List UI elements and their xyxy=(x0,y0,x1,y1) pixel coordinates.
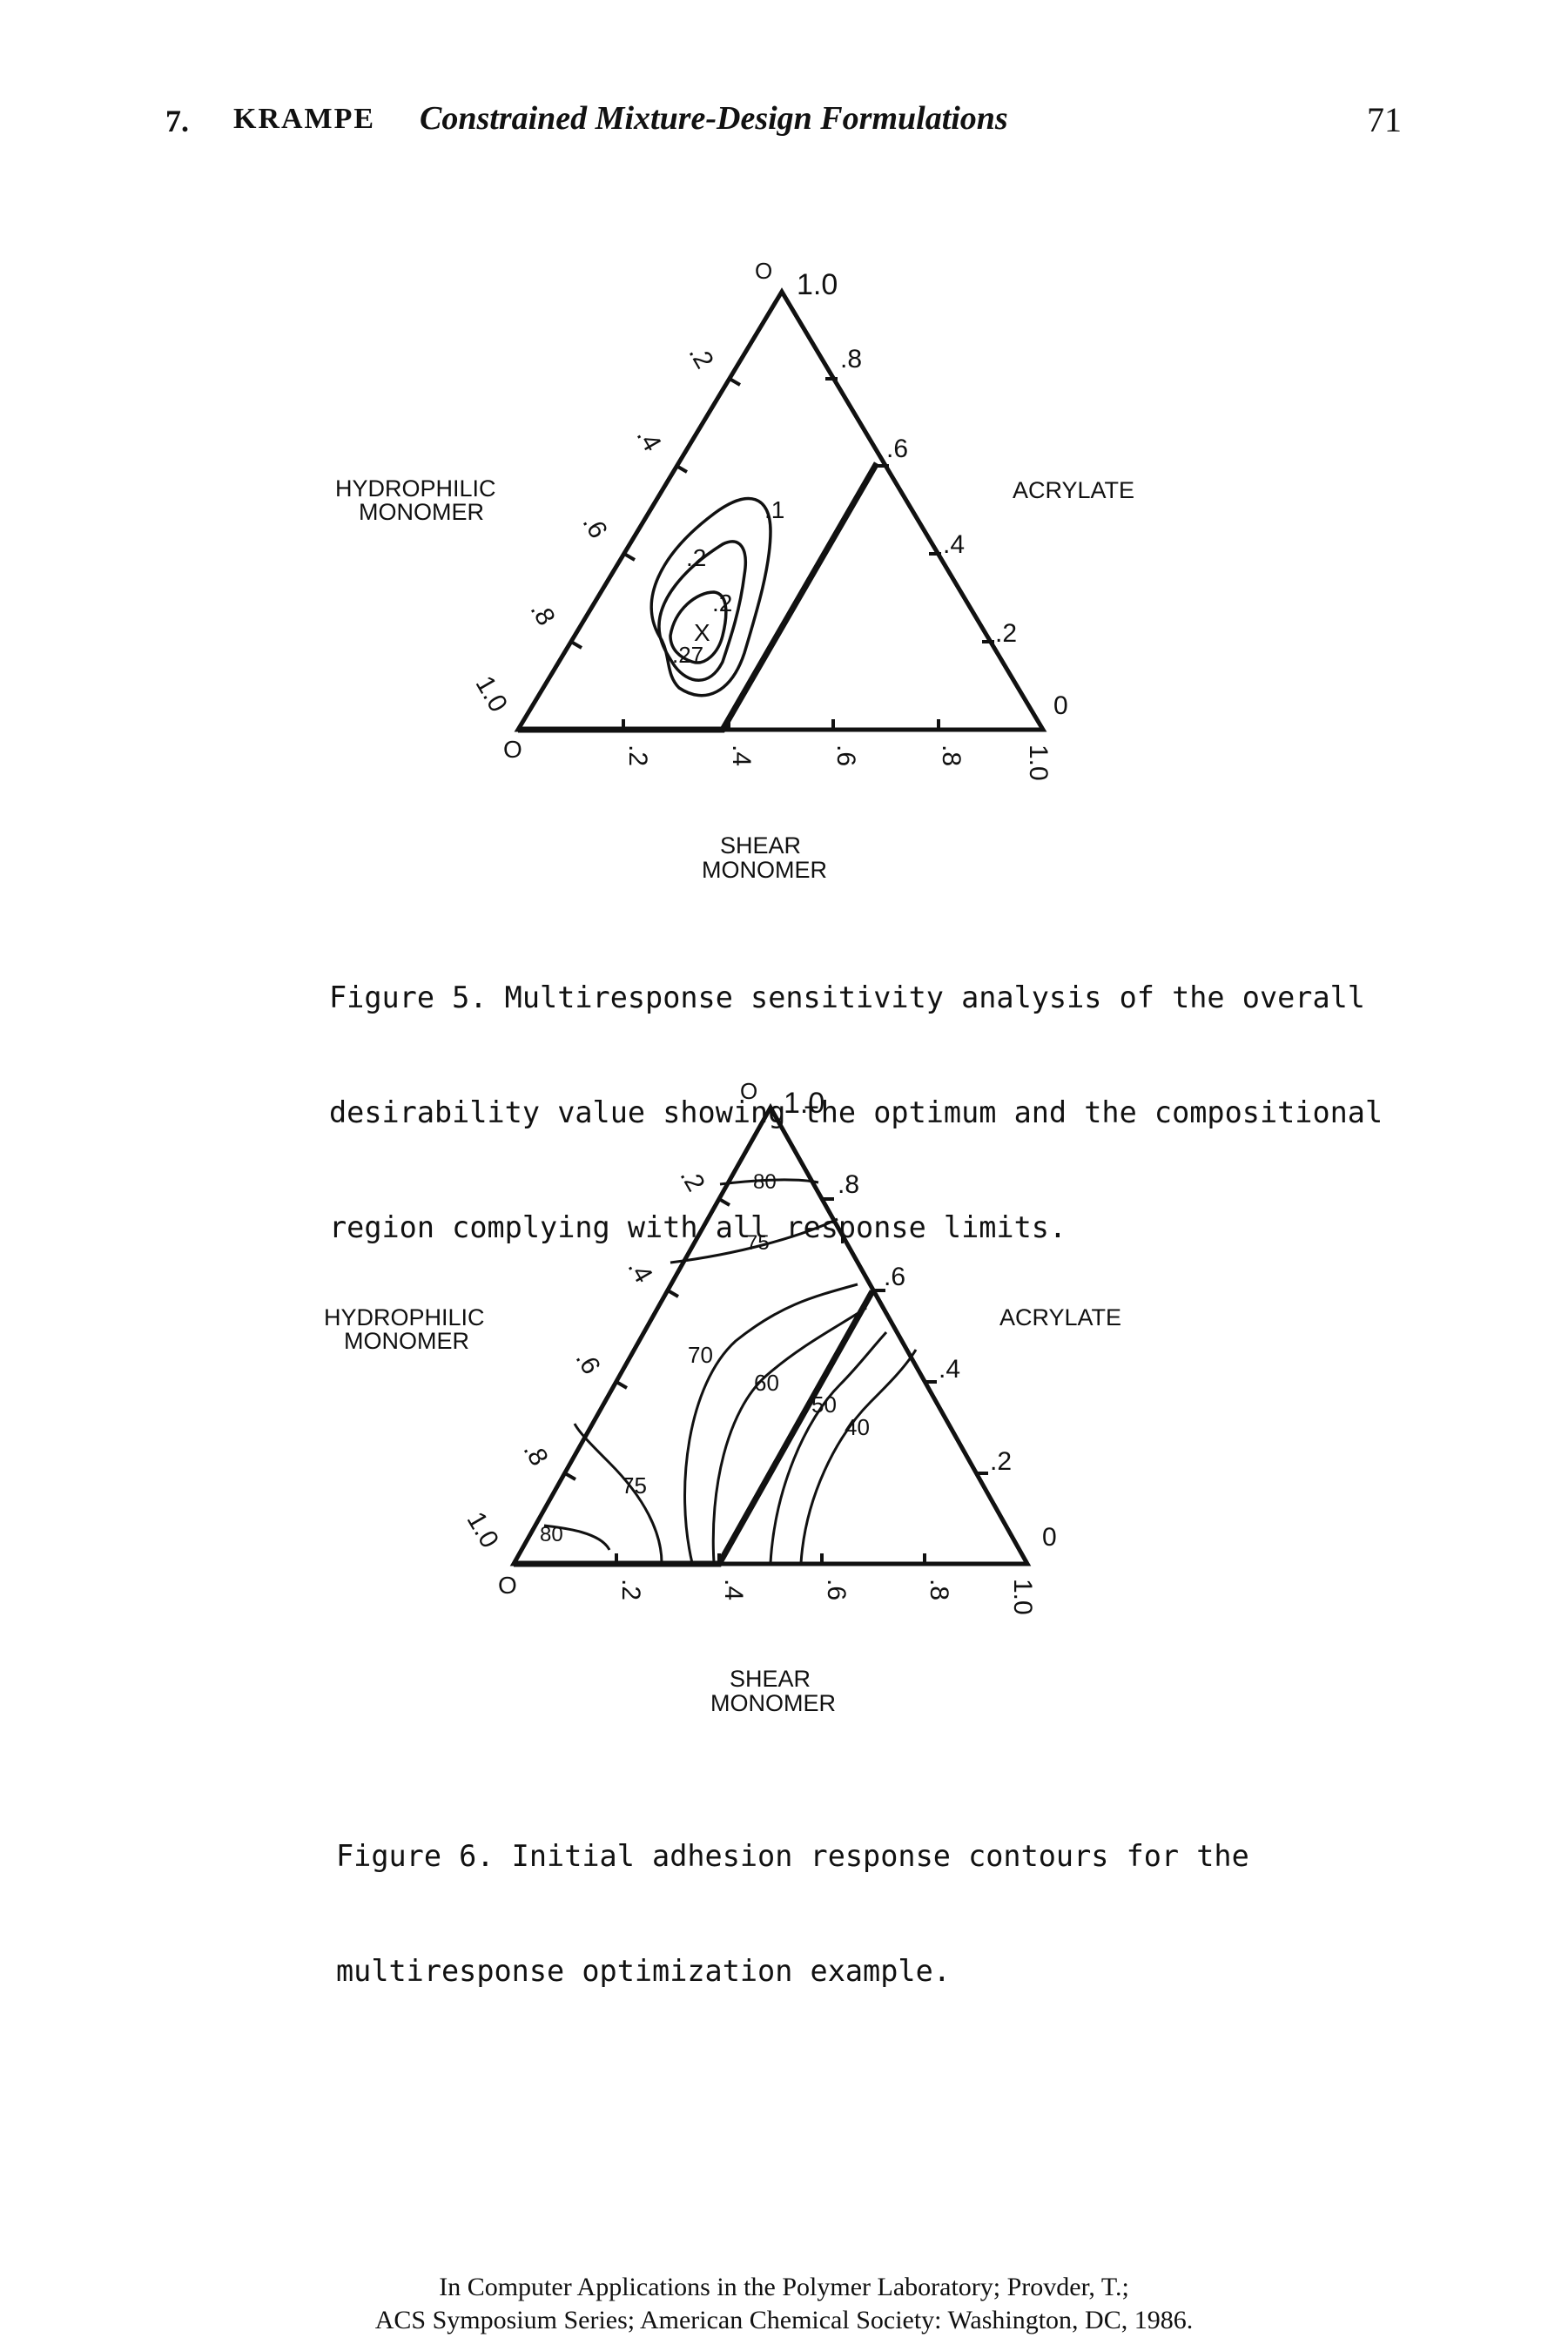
fig5-bottom-tick-5: .8 xyxy=(937,744,966,766)
fig5-right-tick-4: .2 xyxy=(995,619,1017,648)
fig6-left-axis-label-2: MONOMER xyxy=(344,1328,469,1354)
fig6-bottom-tick-3: .4 xyxy=(719,1579,748,1600)
fig6-bottom-tick-6: 1.0 xyxy=(1008,1579,1037,1615)
fig5-bottom-tick-4: .6 xyxy=(831,744,860,766)
fig5-contour-label-1: .1 xyxy=(764,496,784,523)
running-title: Constrained Mixture-Design Formulations xyxy=(420,100,1008,137)
fig5-left-tick-1: .2 xyxy=(683,340,719,374)
fig5-bottom-axis-label-2: MONOMER xyxy=(702,857,827,883)
fig6-right-tick-5: 0 xyxy=(1042,1523,1057,1552)
fig6-contour-label-50: 50 xyxy=(811,1391,837,1418)
fig6-right-axis-label: ACRYLATE xyxy=(999,1304,1121,1330)
contour-inner xyxy=(669,590,728,664)
fig5-right-tick-1: .8 xyxy=(840,345,862,374)
fig5-left-tick-2: .4 xyxy=(631,423,667,456)
fig5-left-tick-4: .8 xyxy=(525,597,561,630)
fig6-left-tick-1: .2 xyxy=(675,1163,710,1196)
fig6-contour-label-75-left: 75 xyxy=(622,1472,647,1499)
contour-80-left xyxy=(543,1524,611,1551)
chapter-number: 7. xyxy=(165,104,189,138)
fig6-contour-label-70: 70 xyxy=(688,1342,713,1368)
fig5-left-tick-3: .6 xyxy=(577,510,613,543)
fig6-bottom-tick-5: .8 xyxy=(925,1579,953,1600)
fig6-left-tick-2: .4 xyxy=(622,1255,658,1288)
fig5-bottom-axis-label-1: SHEAR xyxy=(720,832,801,859)
contour-80-top xyxy=(719,1178,819,1186)
figure-6-caption: Figure 6. Initial adhesion response cont… xyxy=(336,1761,1249,2067)
figure-5: O 1.0 HYDROPHILIC MONOMER ACRYLATE SHEAR… xyxy=(0,253,1568,897)
figure-5-ternary-diagram: O 1.0 HYDROPHILIC MONOMER ACRYLATE SHEAR… xyxy=(335,258,1134,883)
citation-line-1: In Computer Applications in the Polymer … xyxy=(439,2273,1129,2301)
contour-75-left xyxy=(573,1423,663,1564)
fig6-contour-label-60: 60 xyxy=(754,1370,779,1396)
citation-footer: In Computer Applications in the Polymer … xyxy=(0,2271,1568,2337)
fig6-left-tick-5: 1.0 xyxy=(461,1507,504,1553)
triangle-outline xyxy=(514,287,1047,732)
fig5-left-tick-5: 1.0 xyxy=(470,671,513,717)
fig6-contour-label-80-top: 80 xyxy=(753,1170,777,1194)
fig5-bottom-tick-6: 1.0 xyxy=(1024,744,1053,781)
figure-6: O 1.0 HYDROPHILIC MONOMER ACRYLATE SHEAR… xyxy=(0,1080,1568,1724)
fig6-bottom-axis-label-1: SHEAR xyxy=(730,1666,811,1692)
fig6-left-tick-3: .6 xyxy=(570,1346,606,1379)
fig6-bottom-tick-2: .2 xyxy=(616,1579,645,1600)
fig5-right-axis-label: ACRYLATE xyxy=(1013,477,1134,503)
contour-40 xyxy=(799,1349,918,1564)
fig6-right-tick-3: .4 xyxy=(939,1355,960,1384)
fig5-top-zero: O xyxy=(755,258,772,284)
fig6-right-tick-2: .6 xyxy=(884,1263,905,1291)
caption-line: Figure 5. Multiresponse sensitivity anal… xyxy=(329,980,1365,1014)
figure-6-ternary-diagram: O 1.0 HYDROPHILIC MONOMER ACRYLATE SHEAR… xyxy=(324,1080,1121,1716)
fig5-left-axis-label-2: MONOMER xyxy=(359,499,484,525)
fig5-contour-label-2: .2 xyxy=(686,544,706,571)
fig6-bottom-tick-1: O xyxy=(498,1572,517,1599)
contour-75-top xyxy=(670,1217,838,1264)
fig6-contour-label-75-top: 75 xyxy=(746,1231,770,1255)
fig6-left-tick-4: .8 xyxy=(518,1438,554,1471)
citation-line-2: ACS Symposium Series; American Chemical … xyxy=(374,2306,1194,2334)
fig6-bottom-tick-4: .6 xyxy=(822,1579,851,1600)
caption-line: Figure 6. Initial adhesion response cont… xyxy=(336,1839,1249,1873)
fig6-right-tick-4: .2 xyxy=(990,1447,1012,1476)
fig5-bottom-tick-2: .2 xyxy=(623,744,652,766)
contour-outer xyxy=(649,496,772,697)
fig6-contour-label-80-left: 80 xyxy=(540,1523,563,1546)
fig5-contour-label-3: .2 xyxy=(712,589,732,616)
fig5-contour-label-4: .27 xyxy=(672,642,703,668)
fig5-bottom-tick-1: O xyxy=(503,736,522,763)
triangle-outline xyxy=(509,1102,1032,1566)
fig6-top-label: 1.0 xyxy=(784,1087,824,1120)
fig5-right-tick-3: .4 xyxy=(943,530,965,559)
contour-50 xyxy=(769,1330,888,1564)
fig6-left-axis-label-1: HYDROPHILIC xyxy=(324,1304,485,1330)
page-number: 71 xyxy=(1367,100,1402,139)
constraint-boundary xyxy=(518,461,880,733)
figure-5-caption: Figure 5. Multiresponse sensitivity anal… xyxy=(329,902,1383,1324)
fig6-bottom-axis-label-2: MONOMER xyxy=(710,1690,836,1716)
caption-line: multiresponse optimization example. xyxy=(336,1954,951,1988)
fig5-left-axis-label-1: HYDROPHILIC xyxy=(335,475,496,502)
fig6-top-zero: O xyxy=(740,1080,757,1104)
fig6-right-tick-1: .8 xyxy=(838,1170,859,1199)
optimum-marker: X xyxy=(694,619,710,646)
running-author: KRAMPE xyxy=(233,103,376,135)
contour-70 xyxy=(683,1283,858,1564)
fig5-right-tick-5: 0 xyxy=(1053,691,1068,720)
contour-60 xyxy=(711,1306,867,1564)
fig6-contour-label-40: 40 xyxy=(845,1414,870,1440)
fig5-right-tick-2: .6 xyxy=(886,434,908,463)
caption-line: desirability value showing the optimum a… xyxy=(329,1095,1383,1129)
fig5-bottom-tick-3: .4 xyxy=(727,744,756,766)
contour-middle xyxy=(657,540,747,682)
fig5-top-label: 1.0 xyxy=(797,268,838,301)
